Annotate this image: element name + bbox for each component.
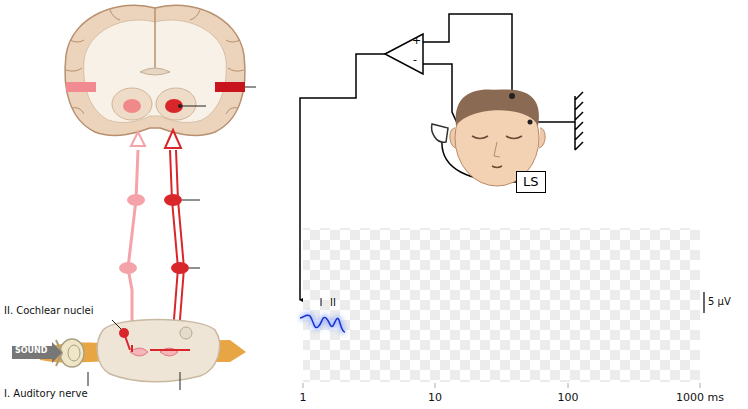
illustration-stroke: [422, 64, 458, 125]
arrow-label: SOUND: [15, 347, 47, 355]
illustration-stroke: [112, 88, 152, 120]
illustration-stroke: [154, 8, 156, 70]
scale-bar: [703, 292, 704, 313]
amplifier-triangle: +-: [384, 33, 424, 75]
illustration-stroke: [215, 82, 245, 92]
sound-arrow: SOUND: [12, 344, 62, 361]
auditory-pathway: [119, 130, 200, 345]
illustration-stroke: [539, 128, 545, 148]
loudspeaker-box: LS: [516, 171, 546, 193]
triangle-outline: [385, 34, 423, 74]
axis-ticks: [303, 383, 700, 388]
illustration-stroke: [494, 142, 500, 157]
illustration-stroke: [171, 262, 189, 274]
box-label: LS: [523, 174, 539, 190]
illustration-stroke: [124, 333, 132, 352]
illustration-stroke: [575, 92, 583, 150]
illustration-stroke: [472, 136, 522, 168]
illustration-stroke: [68, 345, 80, 361]
part-label: II. Cochlear nuclei: [4, 305, 93, 317]
scale-label: 5 µV: [708, 296, 731, 308]
illustration-stroke: [97, 320, 219, 382]
illustration-stroke: [182, 200, 200, 268]
illustration-stroke: [528, 120, 533, 125]
axis-tick-label: 100: [558, 391, 579, 404]
illustration-stroke: [128, 150, 138, 345]
illustration-stroke: [88, 372, 180, 390]
illustration-stroke: [180, 327, 192, 339]
illustration-stroke: [66, 82, 96, 92]
axis-tick-label: 1000 ms: [676, 391, 724, 404]
wave-label: I: [320, 297, 323, 309]
illustration-stroke: [140, 68, 170, 75]
plot-area: [303, 228, 700, 382]
illustration-stroke: [66, 10, 244, 114]
illustration-stroke: [131, 132, 145, 146]
illustration-stroke: [432, 124, 448, 142]
axis-tick-label: 10: [428, 391, 442, 404]
illustration-stroke: [456, 89, 539, 126]
illustration-stroke: [127, 194, 145, 206]
illustration-stroke: [178, 104, 182, 108]
illustration-stroke: [60, 339, 84, 367]
illustration-stroke: [422, 14, 512, 96]
input-sign: +: [412, 35, 421, 46]
waveform: [300, 315, 345, 332]
illustration-stroke: [156, 88, 196, 120]
illustration-stroke: [170, 150, 184, 345]
illustration-stroke: [165, 99, 183, 113]
waveform-glow: [300, 315, 345, 332]
illustration-stroke: [164, 194, 182, 206]
illustration-stroke: [165, 130, 181, 148]
part-label: I. Auditory nerve: [4, 388, 88, 400]
brainstem: [40, 320, 246, 391]
illustration-stroke: [182, 87, 256, 106]
illustration-stroke: [123, 99, 141, 113]
illustration-stroke: [65, 5, 245, 135]
illustration-stroke: [112, 320, 121, 329]
illustration-stroke: [119, 262, 137, 274]
wave-label: II: [330, 297, 336, 309]
illustration-stroke: [150, 349, 190, 351]
arrow-body: [12, 342, 62, 363]
axis-tick-label: 1: [300, 391, 307, 404]
brain-section: [65, 5, 256, 135]
illustration-stroke: [509, 93, 515, 99]
input-sign: -: [413, 54, 417, 65]
